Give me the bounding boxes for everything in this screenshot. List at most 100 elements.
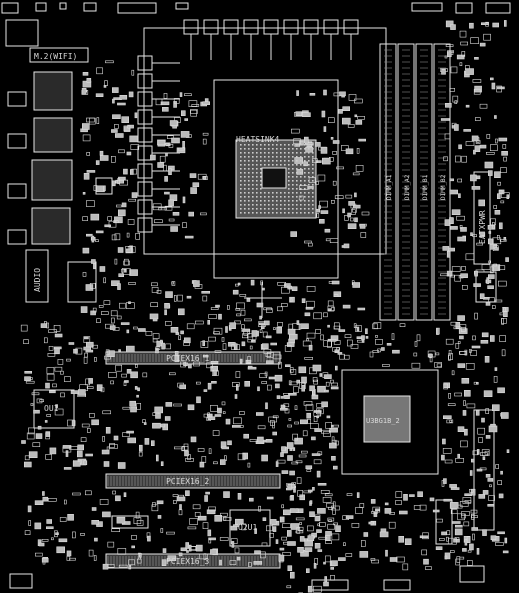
smd-component: [123, 269, 127, 272]
cpu-pin: [308, 180, 310, 182]
smd-component: [37, 425, 42, 430]
smd-component: [490, 535, 497, 541]
smd-component: [180, 330, 184, 335]
smd-component: [300, 323, 309, 330]
cpu-pin: [284, 152, 286, 154]
smd-component: [72, 461, 81, 467]
smd-component: [172, 212, 180, 216]
cpu-pin: [292, 192, 294, 194]
smd-component: [71, 420, 76, 426]
smd-component: [170, 226, 178, 232]
smd-component: [92, 307, 97, 313]
smd-component: [459, 501, 469, 507]
smd-component: [317, 385, 326, 393]
cpu-pin: [304, 204, 306, 206]
smd-component: [339, 91, 346, 97]
cpu-pin: [244, 164, 246, 166]
cpu-pin: [308, 176, 310, 178]
smd-component: [111, 280, 120, 287]
smd-component: [505, 257, 509, 262]
smd-component: [315, 142, 321, 147]
smd-component: [447, 403, 456, 407]
smd-component: [138, 328, 146, 332]
smd-component: [75, 347, 83, 355]
cpu-pin: [256, 164, 258, 166]
smd-component: [28, 451, 38, 459]
smd-component: [202, 340, 205, 347]
smd-component: [348, 94, 357, 101]
cpu-pin: [260, 160, 262, 162]
smd-component: [494, 115, 497, 119]
smd-component: [254, 550, 261, 555]
smd-component: [478, 199, 486, 207]
smd-component: [157, 139, 166, 146]
smd-component: [195, 320, 204, 325]
smd-component: [286, 585, 292, 589]
smd-component: [184, 235, 194, 239]
smd-component: [450, 487, 460, 490]
smd-component: [457, 315, 465, 321]
smd-component: [457, 453, 461, 459]
cpu-pin: [248, 164, 250, 166]
io-block-1: [33, 71, 73, 111]
smd-component: [260, 325, 265, 330]
smd-component: [352, 204, 361, 209]
cpu-pin: [292, 208, 294, 210]
smd-component: [329, 238, 339, 243]
smd-component: [91, 419, 99, 426]
smd-component: [118, 273, 124, 278]
cpu-pin: [244, 160, 246, 162]
smd-component: [221, 337, 225, 342]
smd-component: [365, 328, 368, 335]
smd-component: [162, 548, 167, 553]
smd-component: [192, 182, 200, 187]
cpu-pin: [284, 148, 286, 150]
label-dimm-b1: DIMM_B1: [422, 174, 429, 200]
cpu-pin: [252, 212, 254, 214]
smd-component: [488, 495, 495, 501]
smd-component: [180, 361, 186, 368]
smd-component: [187, 404, 195, 411]
cpu-pin: [288, 188, 290, 190]
cpu-pin: [300, 184, 302, 186]
smd-component: [474, 270, 478, 277]
smd-component: [485, 435, 491, 439]
smd-component: [133, 326, 138, 330]
smd-component: [112, 490, 116, 495]
smd-component: [114, 233, 121, 241]
smd-component: [69, 557, 76, 561]
smd-component: [279, 547, 285, 551]
cpu-pin: [304, 200, 306, 202]
smd-component: [275, 383, 280, 389]
smd-component: [309, 423, 319, 429]
smd-component: [295, 530, 304, 534]
smd-component: [157, 515, 162, 519]
smd-component: [317, 174, 326, 182]
cpu-pin: [288, 148, 290, 150]
smd-component: [443, 156, 448, 162]
cpu-pin: [292, 152, 294, 154]
cpu-pin: [300, 176, 302, 178]
smd-component: [474, 56, 479, 60]
cpu-pin: [288, 144, 290, 146]
smd-component: [323, 561, 326, 565]
cpu-pin: [240, 204, 242, 206]
smd-component: [262, 287, 265, 291]
smd-component: [455, 558, 461, 566]
smd-component: [324, 493, 333, 497]
smd-component: [23, 339, 29, 345]
smd-component: [490, 218, 496, 226]
smd-component: [111, 234, 117, 241]
pcie-slot-1: [105, 351, 281, 365]
smd-component: [480, 22, 489, 26]
smd-component: [463, 389, 471, 397]
smd-component: [42, 491, 45, 496]
smd-component: [96, 117, 100, 124]
smd-component: [495, 138, 498, 144]
smd-component: [323, 126, 327, 132]
smd-component: [306, 286, 316, 292]
smd-component: [292, 447, 296, 451]
smd-component: [318, 219, 325, 224]
smd-component: [287, 328, 296, 335]
